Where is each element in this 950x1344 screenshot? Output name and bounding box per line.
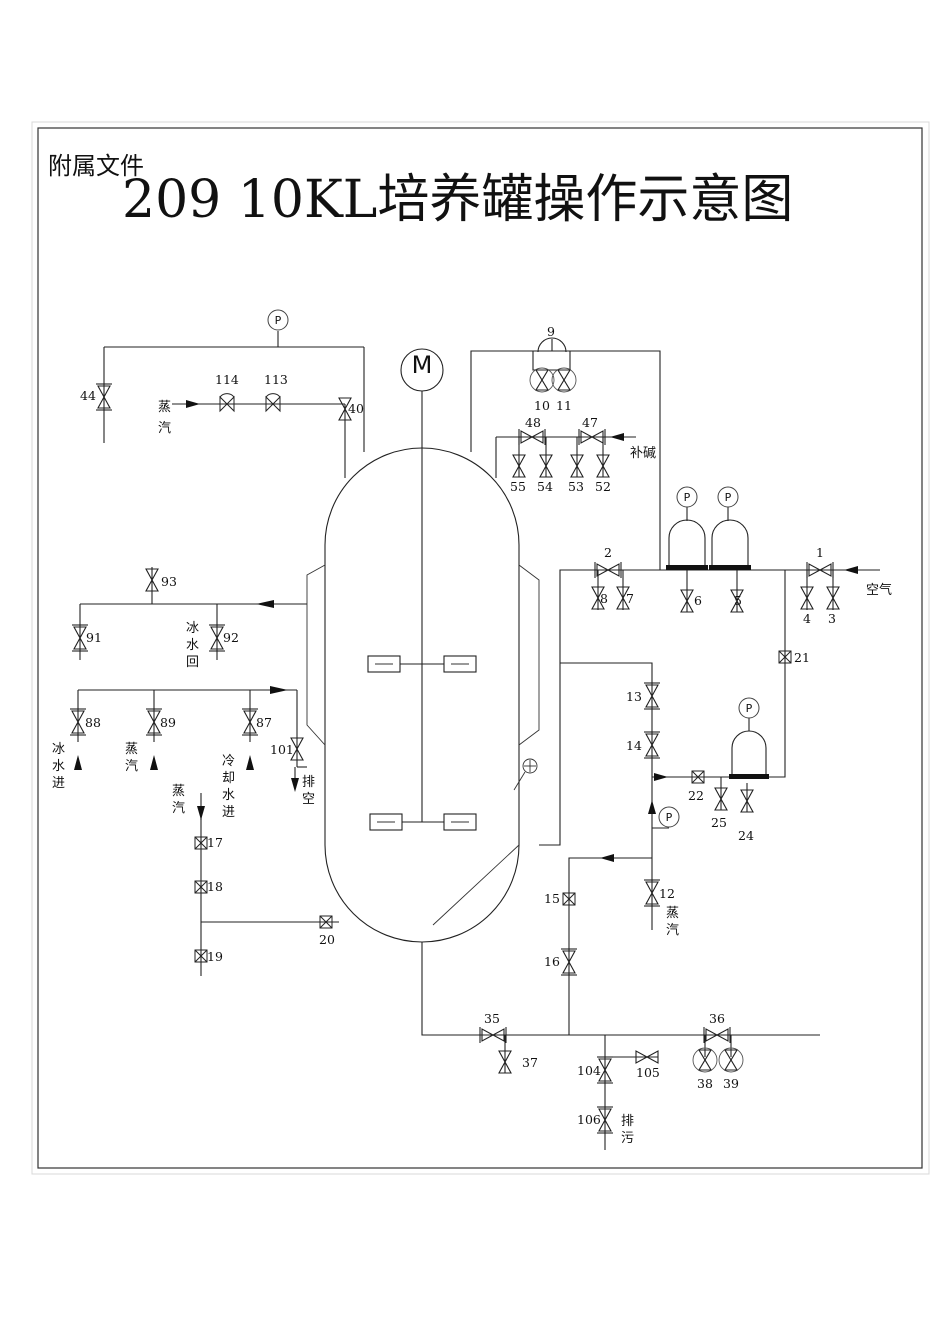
valve-36-label: 36 xyxy=(709,1011,725,1026)
label-cooling-in: 冷却水进 xyxy=(222,754,235,820)
motor-label: M xyxy=(412,351,433,379)
svg-text:P: P xyxy=(684,491,691,504)
valve-106-label: 106 xyxy=(577,1112,601,1127)
flow-arrows xyxy=(74,400,858,862)
page-frame-outer xyxy=(31,121,930,1175)
label-steam-mid: 蒸汽 xyxy=(125,742,138,774)
valve-39-label: 39 xyxy=(723,1076,739,1091)
valve-53-label: 53 xyxy=(568,479,584,494)
valve-93-label: 93 xyxy=(161,574,177,589)
valve-2-label: 2 xyxy=(604,545,612,560)
valve-3-label: 3 xyxy=(828,611,836,626)
valve-89-label: 89 xyxy=(160,715,176,730)
svg-text:P: P xyxy=(746,702,753,715)
valve-6-label: 6 xyxy=(694,593,702,608)
valve-numbers: 44 114 113 40 9 10 11 48 47 55 54 53 52 … xyxy=(80,324,836,1127)
thermometer xyxy=(513,758,538,791)
valve-22-label: 22 xyxy=(688,788,704,803)
valve-16-label: 16 xyxy=(544,954,560,969)
valve-52-label: 52 xyxy=(595,479,611,494)
valve-105-label: 105 xyxy=(636,1065,660,1080)
label-air: 空气 xyxy=(866,582,892,598)
valve-91-label: 91 xyxy=(86,630,102,645)
valve-18-label: 18 xyxy=(207,879,223,894)
label-alkali: 补碱 xyxy=(630,446,656,461)
attachment-header: 附属文件 xyxy=(48,152,144,180)
label-ice-return: 冰水回 xyxy=(186,621,199,670)
label-steam-top: 蒸汽 xyxy=(158,400,171,436)
valve-15-label: 15 xyxy=(544,891,560,906)
valve-11-label: 11 xyxy=(556,398,572,413)
valve-114-label: 114 xyxy=(215,372,239,387)
valve-92-label: 92 xyxy=(223,630,239,645)
svg-text:P: P xyxy=(666,811,673,824)
valve-20-label: 20 xyxy=(319,932,335,947)
valve-7-label: 7 xyxy=(626,591,634,606)
page-frame xyxy=(37,127,923,1169)
label-steam-left: 蒸汽 xyxy=(172,784,185,816)
valve-101-label: 101 xyxy=(270,742,294,757)
valve-4-label: 4 xyxy=(803,611,811,626)
valve-8-label: 8 xyxy=(600,591,608,606)
air-filters xyxy=(666,506,769,779)
valve-40-label: 40 xyxy=(348,401,364,416)
valve-1-label: 1 xyxy=(816,545,824,560)
valve-47-label: 47 xyxy=(582,415,598,430)
valve-25-label: 25 xyxy=(711,815,727,830)
pressure-gauges: P P P P P xyxy=(267,309,760,828)
valve-104-label: 104 xyxy=(577,1063,601,1078)
valve-87-label: 87 xyxy=(256,715,272,730)
label-steam-right: 蒸汽 xyxy=(666,906,679,938)
valve-37-label: 37 xyxy=(522,1055,538,1070)
valve-10-label: 10 xyxy=(534,398,550,413)
valve-12-label: 12 xyxy=(659,886,675,901)
agitator: M xyxy=(367,348,477,831)
valve-21-label: 21 xyxy=(794,650,810,665)
label-drain: 排污 xyxy=(621,1114,634,1146)
valve-88-label: 88 xyxy=(85,715,101,730)
valves xyxy=(69,337,840,1134)
valve-38-label: 38 xyxy=(697,1076,713,1091)
stream-labels: 蒸汽 补碱 空气 冰水回 冰水进 蒸汽 冷却水进 排空 蒸汽 蒸汽 排污 xyxy=(52,400,892,1146)
valve-13-label: 13 xyxy=(626,689,642,704)
label-ice-in: 冰水进 xyxy=(52,742,65,791)
valve-54-label: 54 xyxy=(537,479,553,494)
valve-55-label: 55 xyxy=(510,479,526,494)
piping xyxy=(77,331,880,1150)
svg-text:P: P xyxy=(725,491,732,504)
valve-24-label: 24 xyxy=(738,828,754,843)
valve-48-label: 48 xyxy=(525,415,541,430)
valve-14-label: 14 xyxy=(626,738,642,753)
valve-9-label: 9 xyxy=(547,324,555,339)
fermenter-vessel xyxy=(306,447,540,943)
diagram-title: 209 10KL培养罐操作示意图 xyxy=(122,170,793,230)
valve-113-label: 113 xyxy=(264,372,288,387)
valve-5-label: 5 xyxy=(734,593,742,608)
label-vent: 排空 xyxy=(302,775,315,807)
svg-text:P: P xyxy=(275,314,282,327)
valve-44-label: 44 xyxy=(80,388,96,403)
valve-19-label: 19 xyxy=(207,949,223,964)
valve-17-label: 17 xyxy=(207,835,223,850)
valve-35-label: 35 xyxy=(484,1011,500,1026)
